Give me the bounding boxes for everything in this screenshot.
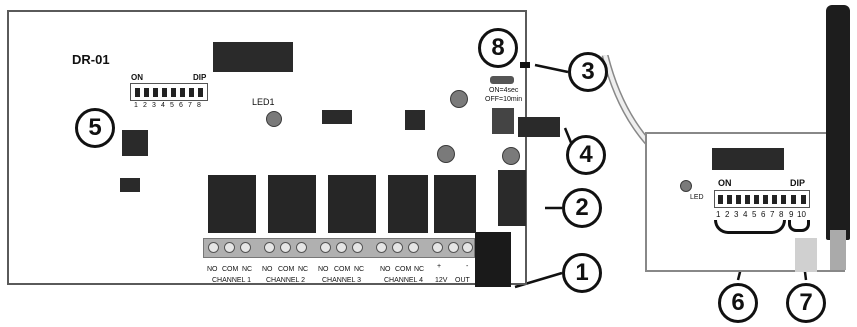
- component-4-base: [492, 108, 514, 134]
- ch1-no-label: NO: [207, 266, 218, 273]
- right-antenna-base: [830, 230, 846, 270]
- small-chip-3: [122, 130, 148, 156]
- side-dip-num-7: 7: [770, 210, 775, 219]
- side-dip-switch[interactable]: [714, 190, 810, 208]
- right-antenna: [826, 5, 850, 240]
- small-chip-1: [322, 110, 352, 124]
- side-dip-num-5: 5: [752, 210, 757, 219]
- ch2-no-label: NO: [262, 266, 273, 273]
- main-dip-num-1: 1: [134, 102, 138, 109]
- led1-indicator: [266, 111, 282, 127]
- timer-note-line2: OFF=10min: [485, 96, 523, 103]
- small-chip-2: [405, 110, 425, 130]
- side-dip-num-1: 1: [716, 210, 721, 219]
- power-jack-1: [475, 232, 511, 287]
- side-dip-num-10: 10: [797, 210, 806, 219]
- callout-4: 4: [566, 135, 606, 175]
- main-dip-num-5: 5: [170, 102, 174, 109]
- side-dip-on-label: ON: [718, 178, 732, 188]
- ch4-com-label: COM: [395, 266, 412, 273]
- relay-channel-4: [388, 175, 428, 233]
- ch4-nc-label: NC: [414, 266, 425, 273]
- side-dip-num-4: 4: [743, 210, 748, 219]
- side-dip-num-6: 6: [761, 210, 766, 219]
- round-component-2: [437, 145, 455, 163]
- ch3-no-label: NO: [318, 266, 329, 273]
- ch3-com-label: COM: [334, 266, 351, 273]
- main-dip-on-label: ON: [131, 73, 143, 82]
- power-out-label: OUT: [455, 277, 470, 284]
- led1-label: LED1: [252, 97, 275, 107]
- main-dip-num-2: 2: [143, 102, 147, 109]
- power-minus-label: -: [466, 263, 469, 270]
- small-chip-4: [120, 178, 140, 192]
- side-led-indicator: [680, 180, 692, 192]
- main-dip-num-4: 4: [161, 102, 165, 109]
- power-plus-label: +: [437, 263, 442, 270]
- callout-6: 6: [718, 283, 758, 323]
- connector-2: [498, 170, 526, 226]
- main-dip-num-6: 6: [179, 102, 183, 109]
- bracket-6: [714, 220, 786, 234]
- channel-1-label: CHANNEL 1: [212, 277, 252, 284]
- callout-1: 1: [562, 253, 602, 293]
- ch1-com-label: COM: [222, 266, 239, 273]
- jumper-8: [490, 76, 514, 84]
- terminal-block: [203, 238, 475, 258]
- power-12v-label: 12V: [435, 277, 448, 284]
- main-dip-num-8: 8: [197, 102, 201, 109]
- ch4-no-label: NO: [380, 266, 391, 273]
- callout-2: 2: [562, 188, 602, 228]
- pin-3: [520, 62, 530, 68]
- relay-channel-1: [208, 175, 256, 233]
- callout-3: 3: [568, 52, 608, 92]
- side-led-label: LED: [690, 194, 704, 201]
- relay-channel-2: [268, 175, 316, 233]
- side-board-chip: [712, 148, 784, 170]
- channel-3-label: CHANNEL 3: [322, 277, 362, 284]
- side-dip-num-3: 3: [734, 210, 739, 219]
- ch2-nc-label: NC: [298, 266, 309, 273]
- relay-power: [434, 175, 476, 233]
- main-dip-label: DIP: [193, 73, 207, 82]
- round-component-3: [502, 147, 520, 165]
- ch1-nc-label: NC: [242, 266, 253, 273]
- callout-8: 8: [478, 28, 518, 68]
- side-dip-num-9: 9: [789, 210, 794, 219]
- bracket-7: [788, 220, 810, 232]
- main-chip: [213, 42, 293, 72]
- channel-4-label: CHANNEL 4: [384, 277, 424, 284]
- relay-channel-3: [328, 175, 376, 233]
- board-model-label: DR-01: [72, 52, 110, 67]
- ch3-nc-label: NC: [354, 266, 365, 273]
- main-dip-num-7: 7: [188, 102, 192, 109]
- callout-5: 5: [75, 108, 115, 148]
- callout-line-3: [534, 63, 569, 74]
- timer-note-line1: ON=4sec: [489, 87, 519, 94]
- connector-4: [518, 117, 560, 137]
- callout-7: 7: [786, 283, 826, 323]
- side-dip-num-2: 2: [725, 210, 730, 219]
- round-component-1: [450, 90, 468, 108]
- ch2-com-label: COM: [278, 266, 295, 273]
- channel-2-label: CHANNEL 2: [266, 277, 306, 284]
- side-dip-label: DIP: [790, 178, 806, 188]
- side-dip-num-8: 8: [779, 210, 784, 219]
- main-dip-switch[interactable]: [130, 83, 208, 101]
- side-board-bracket-block: [795, 238, 817, 272]
- main-dip-num-3: 3: [152, 102, 156, 109]
